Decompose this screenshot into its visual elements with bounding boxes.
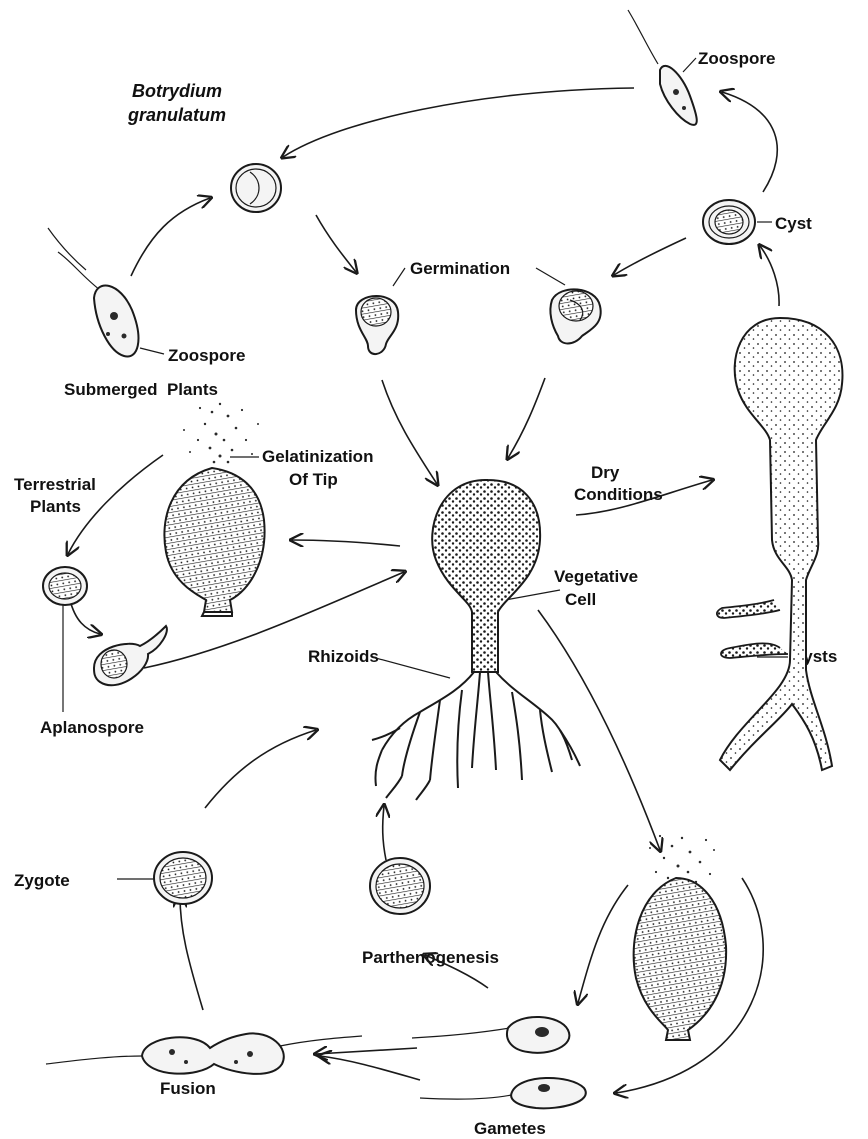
label-gelatinization-1: Gelatinization [262, 447, 373, 466]
label-zoospore-left: Zoospore [168, 346, 245, 365]
leader-lines [63, 58, 788, 879]
vegetative-cell [432, 480, 540, 672]
dry-condition-plant [717, 318, 843, 770]
label-vegetative-2: Cell [565, 590, 596, 609]
spore-top [231, 164, 281, 212]
zygote-cell [154, 852, 212, 904]
label-zoospore-top: Zoospore [698, 49, 775, 68]
label-gelatinization-2: Of Tip [289, 470, 338, 489]
rhizoids [372, 672, 580, 800]
label-terrestrial-2: Plants [30, 497, 81, 516]
label-submerged-plants: Submerged Plants [64, 380, 218, 399]
label-fusion: Fusion [160, 1079, 216, 1098]
label-cyst: Cyst [775, 214, 812, 233]
title-line-1: Botrydium [132, 81, 222, 101]
label-dry-2: Conditions [574, 485, 663, 504]
gelatinizing-plant-right [634, 835, 727, 1040]
label-germination: Germination [410, 259, 510, 278]
gamete-upper [412, 1017, 569, 1053]
label-zygote: Zygote [14, 871, 70, 890]
label-rhizoids: Rhizoids [308, 647, 379, 666]
parthenogenetic-spore [370, 858, 430, 914]
gamete-lower [420, 1078, 586, 1108]
label-terrestrial-1: Terrestrial [14, 475, 96, 494]
germinating-spore-left [356, 296, 398, 354]
fusion-cell [46, 1033, 362, 1073]
cyst-right [703, 200, 755, 244]
zoospore-left [48, 228, 138, 357]
germinating-spore-right [550, 289, 600, 343]
aplanospore-upper [43, 567, 87, 605]
label-vegetative-1: Vegetative [554, 567, 638, 586]
label-gametes: Gametes [474, 1119, 546, 1138]
aplanospore-germinating [94, 626, 167, 685]
title: Botrydium granulatum [127, 81, 226, 125]
label-dry-1: Dry [591, 463, 620, 482]
label-aplanospore: Aplanospore [40, 718, 144, 737]
title-line-2: granulatum [127, 105, 226, 125]
gelatinizing-plant-left [164, 403, 264, 616]
